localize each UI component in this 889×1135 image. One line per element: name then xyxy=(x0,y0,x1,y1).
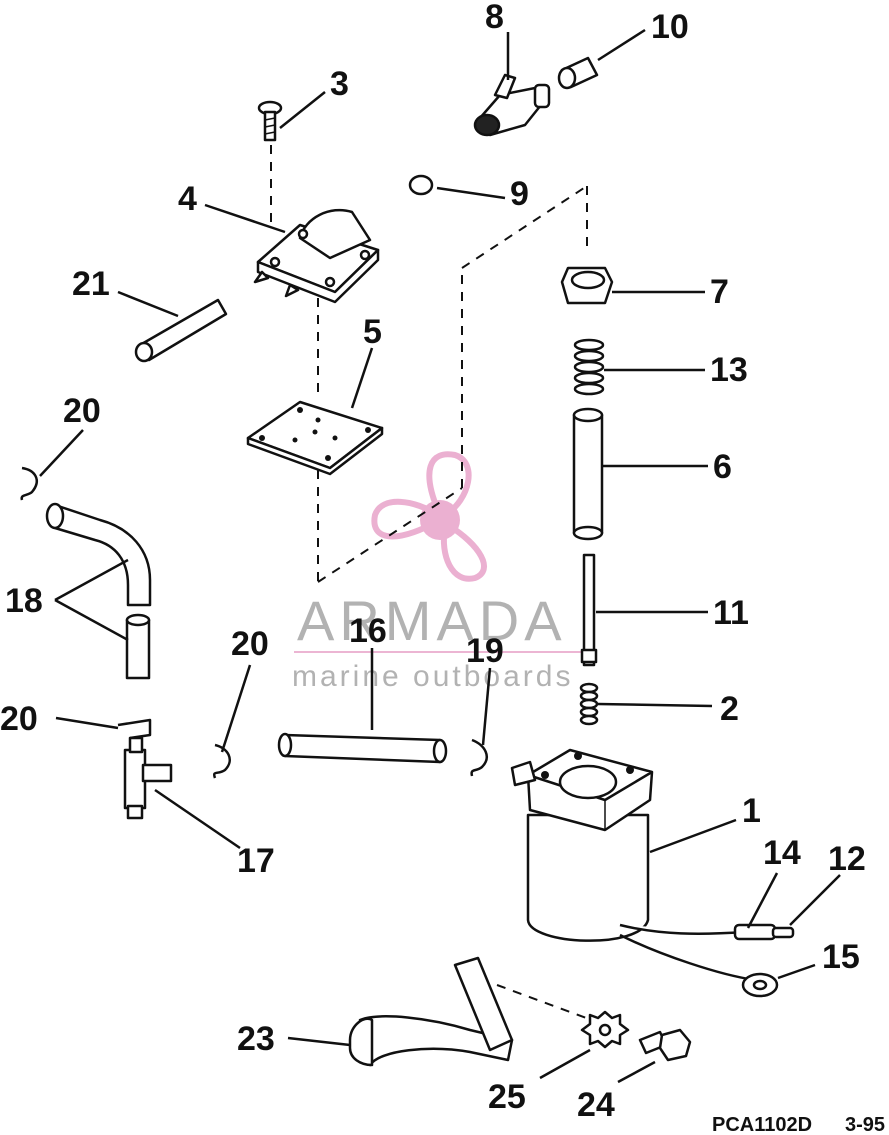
watermark-brand: ARMADA xyxy=(297,589,567,652)
part-2-spring xyxy=(579,682,599,726)
callout-8: 8 xyxy=(485,0,504,36)
part-1-pump-body xyxy=(510,748,795,998)
part-4-pump-cover xyxy=(253,208,380,304)
part-24-bolt xyxy=(638,1028,692,1062)
part-3-screw xyxy=(257,100,283,142)
watermark-propeller-icon xyxy=(371,451,488,582)
callout-12: 12 xyxy=(828,840,866,878)
part-20-clip-low xyxy=(117,718,152,740)
part-25-star-washer xyxy=(580,1010,630,1049)
part-20-clip-top xyxy=(20,466,38,501)
part-11-plunger xyxy=(580,553,598,667)
part-18-hoses xyxy=(45,502,152,680)
callout-15: 15 xyxy=(822,938,860,976)
callout-13: 13 xyxy=(710,351,748,389)
part-19-clip xyxy=(470,738,488,777)
diagram-ref-code: PCA1102D xyxy=(712,1114,812,1135)
callout-19: 19 xyxy=(466,632,504,670)
callout-3: 3 xyxy=(330,65,349,103)
callout-5: 5 xyxy=(363,313,382,351)
part-17-tee-fitting xyxy=(123,736,173,820)
leader-lines xyxy=(39,28,841,1084)
callout-11: 11 xyxy=(713,594,749,632)
callout-21: 21 xyxy=(72,265,110,303)
diagram-page-ref: 3-95 xyxy=(845,1114,885,1135)
callout-7: 7 xyxy=(710,273,729,311)
callout-2: 2 xyxy=(720,690,739,728)
callout-20-mid: 20 xyxy=(231,625,269,663)
part-10-plug xyxy=(557,56,599,90)
part-16-hose xyxy=(277,732,448,764)
callout-14: 14 xyxy=(763,834,801,872)
callout-6: 6 xyxy=(713,448,732,486)
part-5-diaphragm-plate xyxy=(246,400,384,476)
callout-20-low: 20 xyxy=(0,700,38,738)
callout-10: 10 xyxy=(651,8,689,46)
part-23-bracket-strap xyxy=(348,956,514,1067)
part-7-nut xyxy=(560,266,614,305)
part-21-tube xyxy=(134,298,228,363)
callout-9: 9 xyxy=(510,175,529,213)
callout-1: 1 xyxy=(742,792,761,830)
callout-17: 17 xyxy=(237,842,275,880)
watermark-tagline: marine outboards xyxy=(292,660,573,693)
part-9-o-ring xyxy=(408,174,434,196)
callout-24: 24 xyxy=(577,1086,615,1124)
callout-16: 16 xyxy=(349,612,387,650)
callout-4: 4 xyxy=(178,180,197,218)
callout-18: 18 xyxy=(5,582,43,620)
callout-20-top: 20 xyxy=(63,392,101,430)
callout-23: 23 xyxy=(237,1020,275,1058)
part-8-elbow-fitting xyxy=(473,73,551,137)
assembly-guide-lines xyxy=(270,145,598,1023)
part-6-sleeve xyxy=(572,407,604,541)
part-13-spring xyxy=(573,338,605,396)
callout-25: 25 xyxy=(488,1078,526,1116)
part-20-clip-mid xyxy=(213,743,231,779)
